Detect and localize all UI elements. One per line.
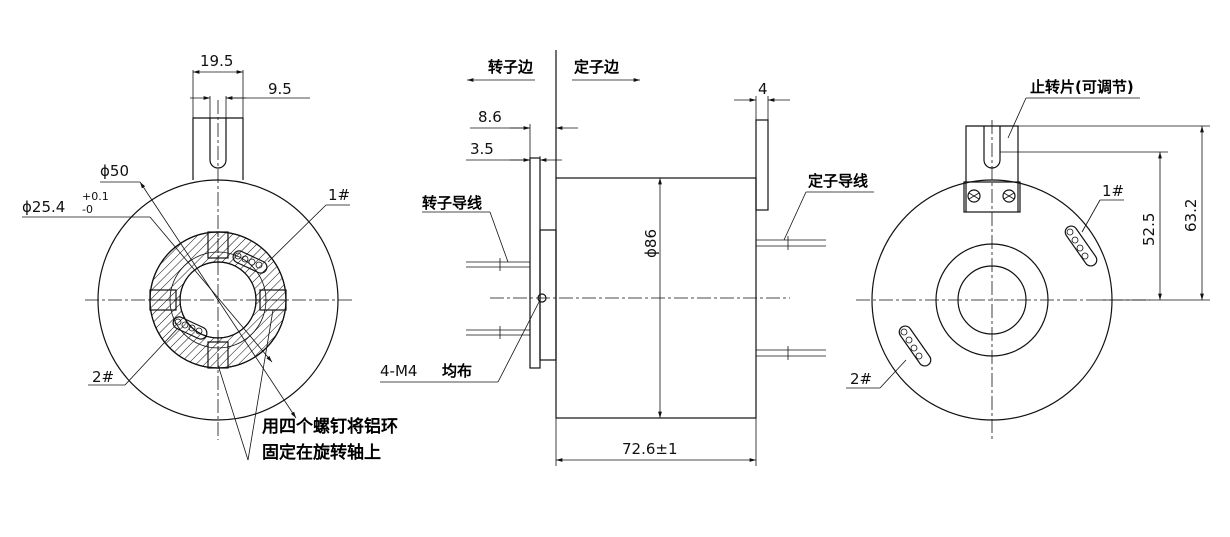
stator-wires [756, 236, 826, 360]
tol-upper: +0.1 [82, 190, 109, 203]
dim-phi50: ϕ50 [100, 162, 129, 180]
front-view: 19.5 9.5 ϕ50 ϕ25.4 +0.1 -0 1# 2# 用四个螺钉将铝… [22, 52, 398, 463]
dim-9-5: 9.5 [268, 80, 292, 98]
stator-wire-label: 定子导线 [808, 172, 868, 190]
back-brush-1 [1064, 225, 1098, 267]
back-view: 止转片(可调节) 1# 2# 52.5 63.2 [846, 78, 1210, 440]
back-tab-slot [983, 126, 1001, 169]
screw-spec-note: 均布 [442, 362, 472, 380]
side-stator-tab [755, 119, 769, 211]
dim-63-2: 63.2 [1182, 199, 1200, 232]
dim-72-6: 72.6±1 [622, 440, 678, 458]
stator-side-label: 定子边 [574, 58, 620, 76]
dim-4: 4 [758, 80, 768, 98]
note-line-1: 用四个螺钉将铝环 [262, 416, 398, 437]
side-view: 转子边 定子边 [380, 50, 874, 466]
back-label-2: 2# [850, 370, 872, 388]
tol-lower: -0 [82, 203, 93, 216]
front-outer-circle [97, 179, 339, 421]
dim-phi25-4: ϕ25.4 [22, 198, 65, 216]
dim-52-5: 52.5 [1140, 213, 1158, 246]
back-label-1: 1# [1102, 182, 1124, 200]
dim-19-5: 19.5 [200, 52, 233, 70]
front-tab [192, 117, 244, 180]
dim-8-6: 8.6 [478, 108, 502, 126]
side-rotor-flange [529, 157, 541, 369]
dim-phi86: ϕ86 [642, 229, 660, 258]
rotor-wire-label: 转子导线 [422, 194, 482, 212]
rotor-wires [466, 258, 530, 339]
note-line-2: 固定在旋转轴上 [262, 442, 381, 463]
front-label-2: 2# [92, 368, 114, 386]
back-tab-screws [967, 189, 1016, 203]
tab-label: 止转片(可调节) [1030, 78, 1134, 96]
rotor-side-label: 转子边 [488, 58, 534, 76]
front-label-1: 1# [328, 186, 350, 204]
side-screw [537, 293, 547, 303]
back-tab-plate [963, 181, 1021, 213]
dim-3-5: 3.5 [470, 140, 494, 158]
side-rotor-hub [539, 229, 557, 361]
front-tab-slot [209, 118, 227, 169]
back-brush-2 [898, 325, 932, 367]
back-hub-inner [957, 265, 1027, 335]
back-hub-outer [935, 243, 1049, 357]
back-tab [965, 125, 1019, 212]
screw-spec: 4-M4 [380, 362, 417, 380]
